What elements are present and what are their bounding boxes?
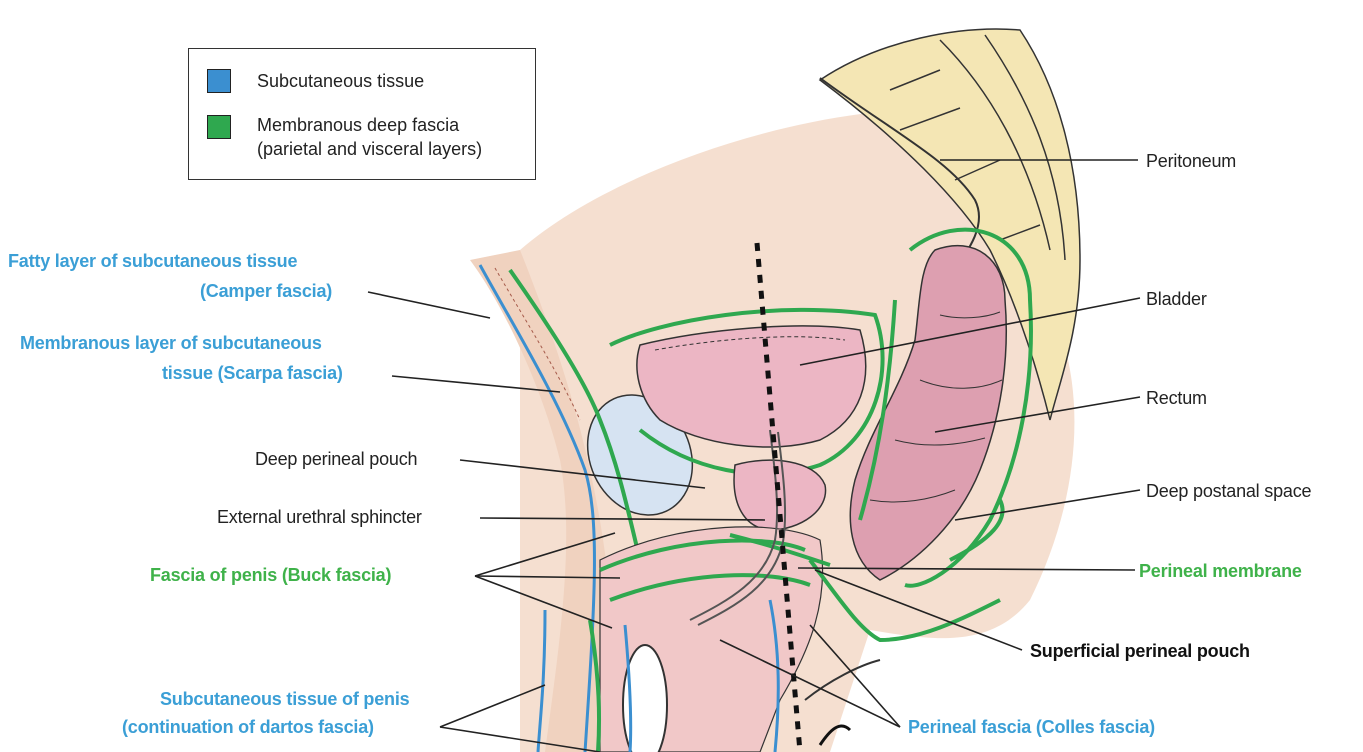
label-bladder: Bladder [1146,288,1207,310]
legend-label-subcutaneous: Subcutaneous tissue [257,69,424,93]
label-superficial-perineal-pouch: Superficial perineal pouch [1030,640,1250,662]
legend-label-membranous: Membranous deep fascia [257,113,459,137]
label-subcutaneous-penis-line2: (continuation of dartos fascia) [122,716,374,738]
label-subcutaneous-penis-line1: Subcutaneous tissue of penis [160,688,409,710]
legend-label-membranous-sub: (parietal and visceral layers) [257,137,482,161]
label-membranous-layer-line2: tissue (Scarpa fascia) [162,362,343,384]
legend-swatch-membranous [207,115,231,139]
label-peritoneum: Peritoneum [1146,150,1236,172]
label-buck-fascia: Fascia of penis (Buck fascia) [150,564,391,586]
label-fatty-layer-line1: Fatty layer of subcutaneous tissue [8,250,297,272]
label-external-urethral-sphincter: External urethral sphincter [217,506,422,528]
legend-swatch-subcutaneous [207,69,231,93]
legend-box: Subcutaneous tissue Membranous deep fasc… [188,48,536,180]
label-perineal-membrane: Perineal membrane [1139,560,1302,582]
label-membranous-layer-line1: Membranous layer of subcutaneous [20,332,322,354]
label-colles-fascia: Perineal fascia (Colles fascia) [908,716,1155,738]
label-deep-perineal-pouch: Deep perineal pouch [255,448,417,470]
label-rectum: Rectum [1146,387,1207,409]
label-deep-postanal-space: Deep postanal space [1146,480,1311,502]
label-fatty-layer-line2: (Camper fascia) [200,280,332,302]
